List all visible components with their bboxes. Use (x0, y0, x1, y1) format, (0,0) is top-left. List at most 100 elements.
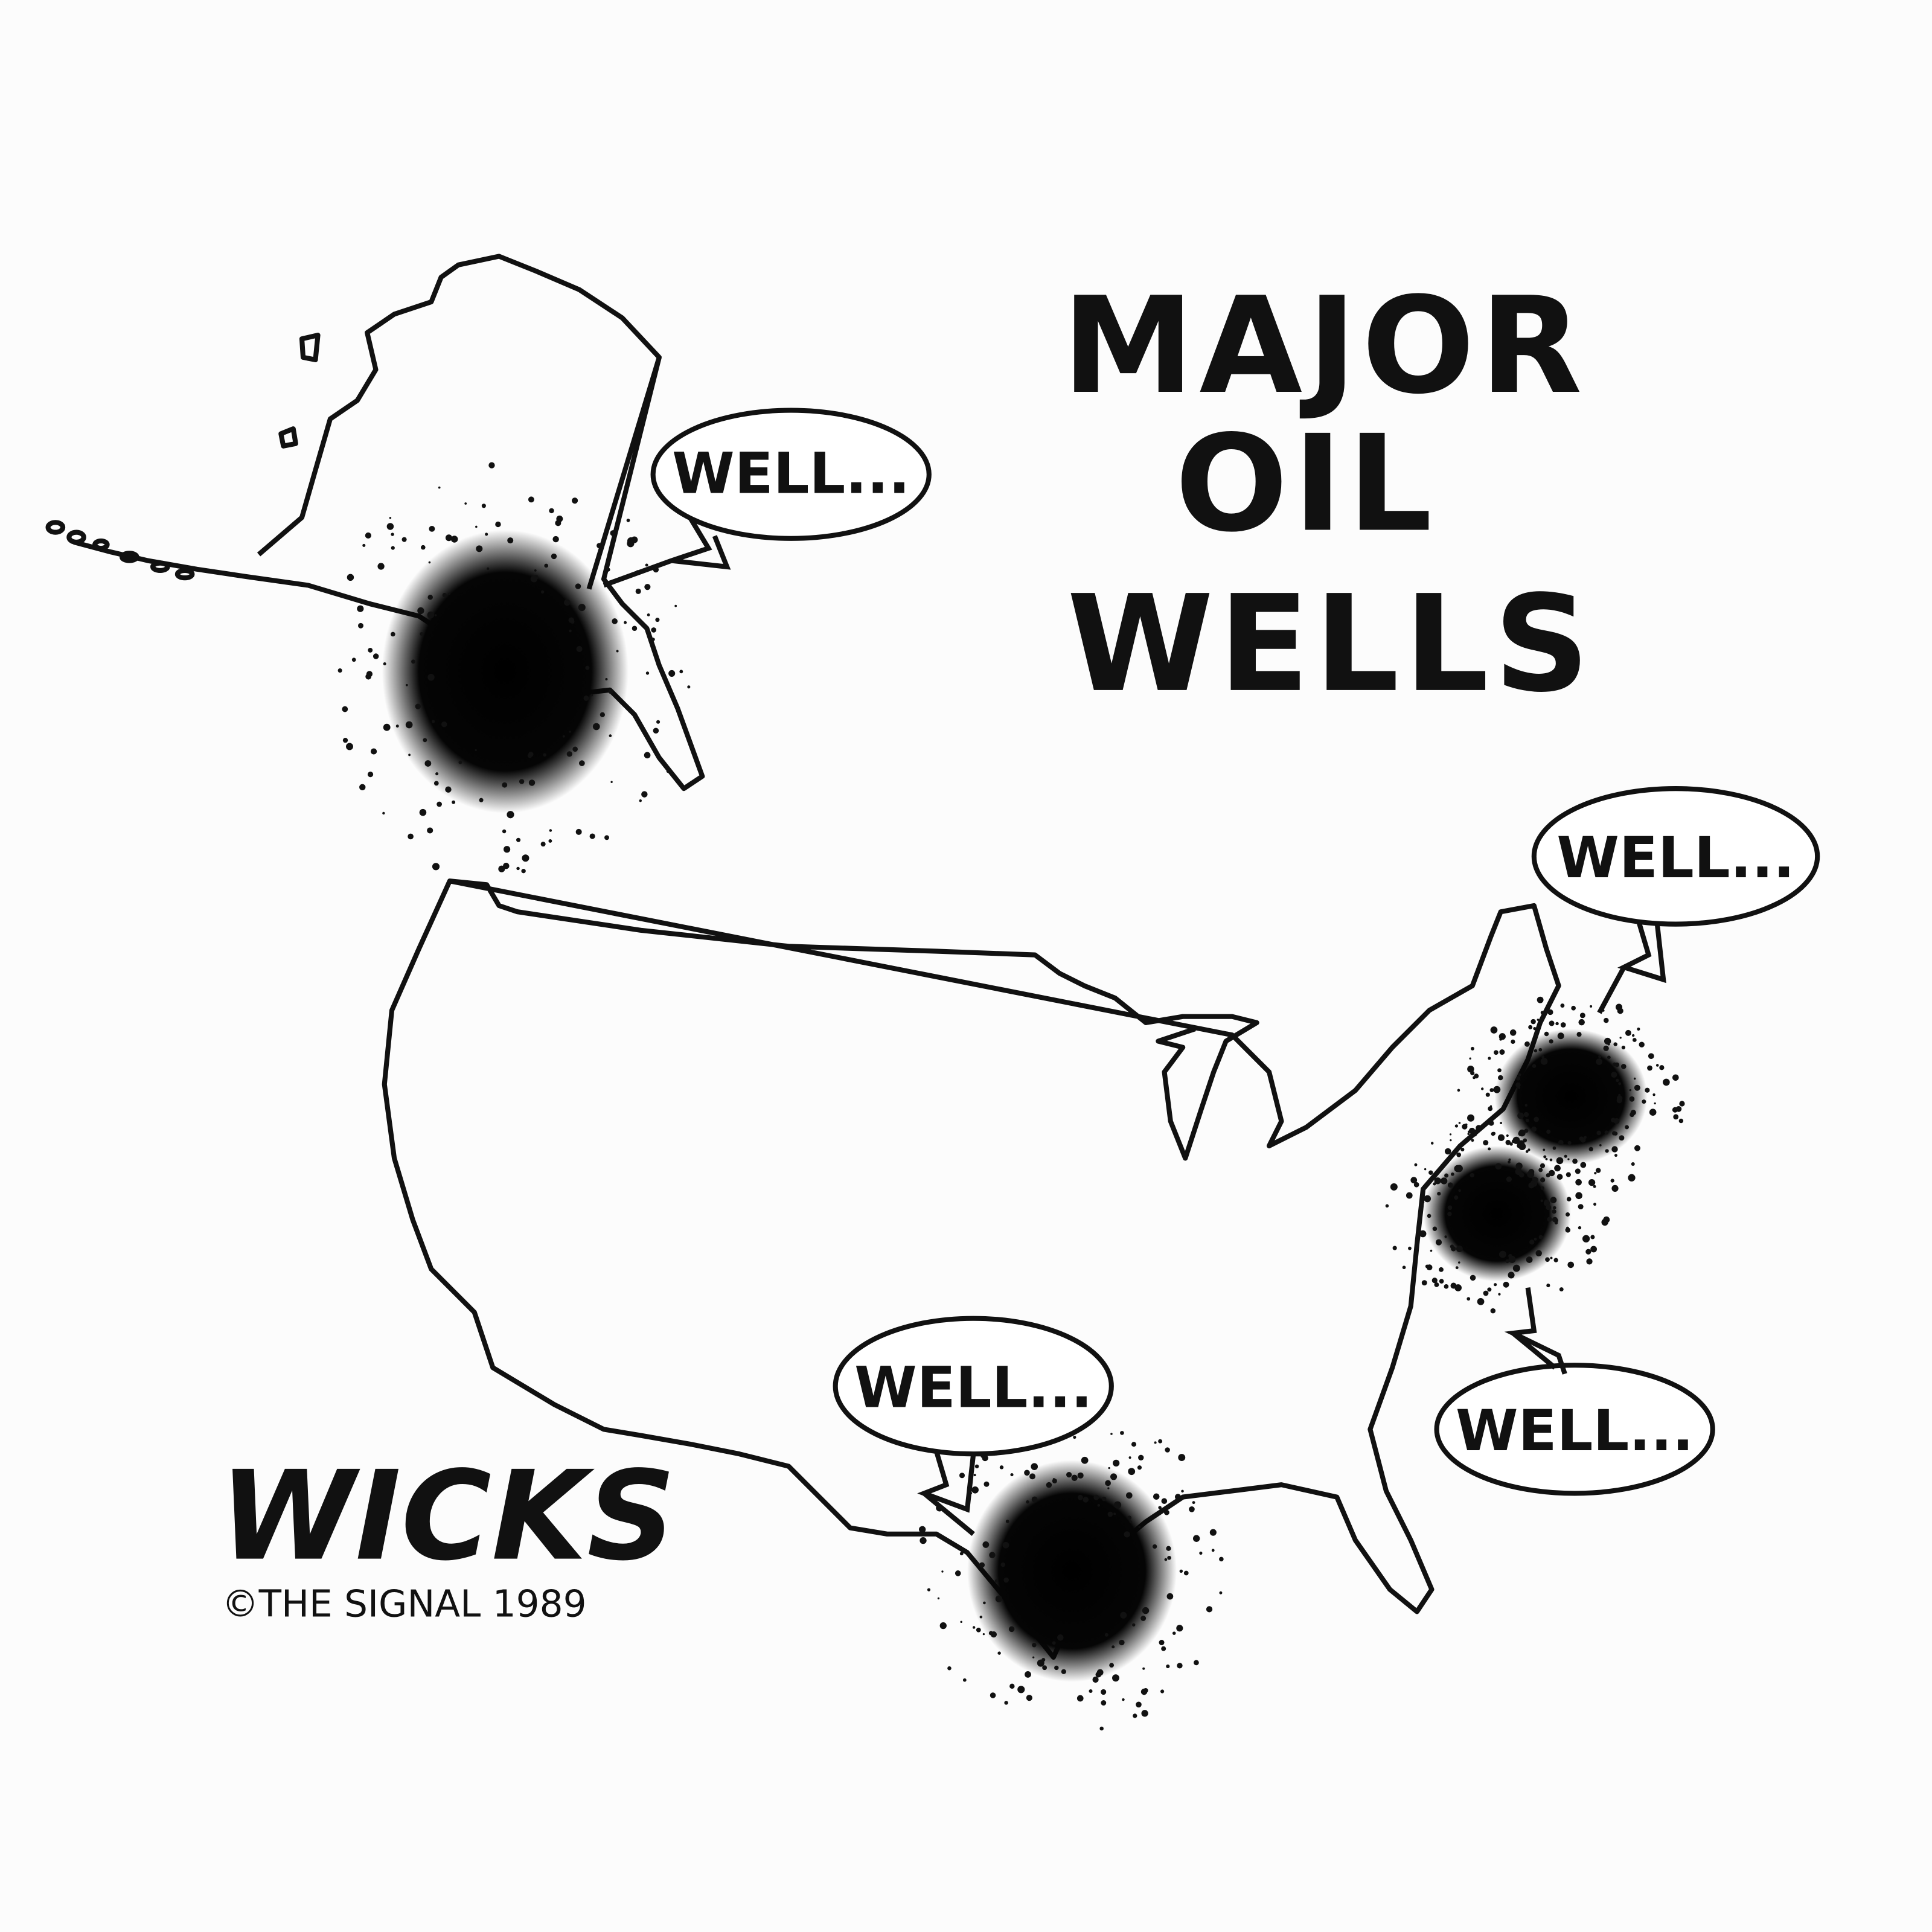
ink-speck (1444, 1148, 1451, 1155)
ink-speck (1488, 1120, 1494, 1126)
ink-speck (1483, 1140, 1489, 1146)
ink-speck (1526, 1256, 1533, 1263)
ink-speck (1081, 1456, 1089, 1464)
ink-speck (1550, 1197, 1557, 1203)
ink-speck (1427, 1214, 1431, 1218)
ink-speck (1154, 1441, 1157, 1444)
ink-speck (464, 502, 467, 505)
ink-speck (1444, 1284, 1449, 1289)
ink-speck (1610, 1179, 1614, 1183)
ink-speck (589, 833, 595, 839)
ink-speck (1093, 1494, 1099, 1500)
ink-speck (432, 863, 440, 871)
ink-speck (653, 728, 659, 734)
ink-speck (1029, 1473, 1035, 1480)
ink-speck (1531, 1126, 1537, 1132)
ink-speck (569, 731, 571, 733)
ink-speck (565, 600, 569, 604)
ink-speck (1153, 1493, 1160, 1500)
ink-speck (1454, 1284, 1462, 1291)
ink-speck (1110, 1473, 1118, 1480)
ink-speck (488, 462, 495, 469)
ink-speck (1010, 1473, 1014, 1477)
canada-border-line (586, 356, 662, 590)
ink-speck (1564, 1154, 1567, 1158)
ink-speck (351, 657, 356, 662)
ink-speck (1603, 1216, 1610, 1223)
bubble-text-texas: WELL... (854, 1355, 1092, 1421)
ink-speck (1503, 1281, 1509, 1288)
ink-speck (668, 670, 676, 677)
ink-speck (1527, 1148, 1531, 1151)
title-line-3: WELLS (1067, 566, 1595, 721)
ink-speck (1450, 1244, 1454, 1249)
ink-speck (1424, 1168, 1427, 1171)
ink-speck (624, 621, 627, 624)
ink-speck (1183, 1570, 1189, 1576)
ink-speck (442, 592, 447, 598)
ink-speck (1177, 1663, 1183, 1669)
ink-speck (1179, 1569, 1183, 1573)
ink-speck (1631, 1162, 1635, 1166)
ink-speck (1008, 1626, 1015, 1633)
ink-speck (1540, 1011, 1544, 1015)
ink-speck (569, 629, 572, 633)
ink-speck (504, 846, 511, 853)
ink-speck (424, 760, 432, 767)
ink-speck (1590, 1005, 1593, 1008)
ink-speck (549, 829, 552, 832)
ink-speck (540, 842, 546, 847)
ink-speck (1531, 1019, 1536, 1025)
ink-speck (1158, 1506, 1162, 1509)
ink-speck (548, 839, 552, 843)
ink-speck (1163, 1509, 1169, 1515)
ink-speck (1557, 1032, 1564, 1040)
ink-speck (1166, 1546, 1171, 1551)
ink-speck (1560, 1003, 1565, 1008)
ink-speck (1161, 1646, 1166, 1651)
ink-speck (1174, 1494, 1182, 1500)
ink-speck (1073, 1435, 1076, 1439)
ink-speck (1435, 1239, 1442, 1246)
ink-speck (487, 567, 490, 571)
ink-speck (1575, 1192, 1582, 1200)
ink-speck (1560, 1022, 1566, 1028)
ink-speck (1655, 1064, 1659, 1067)
ink-speck (1652, 1093, 1655, 1096)
ink-speck (475, 749, 477, 752)
ink-speck (1166, 1664, 1170, 1669)
ink-speck (1485, 1092, 1490, 1097)
ink-speck (1470, 1275, 1476, 1281)
ink-speck (972, 1626, 976, 1629)
ink-speck (1165, 1447, 1170, 1453)
ink-speck (1430, 1249, 1433, 1252)
ink-speck (1567, 1140, 1572, 1145)
ink-speck (1505, 1139, 1511, 1145)
ink-speck (1194, 1660, 1199, 1666)
ink-speck (1576, 1032, 1582, 1037)
ink-speck (1642, 1099, 1646, 1104)
ink-speck (1136, 1701, 1142, 1708)
ink-speck (1138, 1526, 1140, 1528)
ink-speck (1540, 1163, 1546, 1168)
ink-speck (941, 1570, 944, 1573)
ink-speck (1454, 1124, 1459, 1128)
ink-speck (1537, 996, 1544, 1003)
ink-speck (1544, 1031, 1549, 1037)
bubble-text-alaska: WELL... (672, 441, 910, 507)
ink-speck (679, 670, 683, 674)
ink-speck (1392, 1246, 1397, 1250)
ink-speck (1515, 1082, 1521, 1088)
ink-speck (1109, 1663, 1115, 1668)
ink-speck (1137, 1465, 1142, 1470)
ink-speck (365, 673, 372, 680)
ink-speck (1575, 1179, 1582, 1186)
ink-speck (1611, 1185, 1619, 1192)
ink-speck (1548, 1169, 1555, 1177)
ink-speck (1489, 1088, 1494, 1093)
ink-speck (947, 1666, 952, 1671)
ink-speck (982, 1541, 990, 1548)
ink-speck (1447, 1211, 1452, 1217)
ink-speck (1575, 1168, 1581, 1174)
